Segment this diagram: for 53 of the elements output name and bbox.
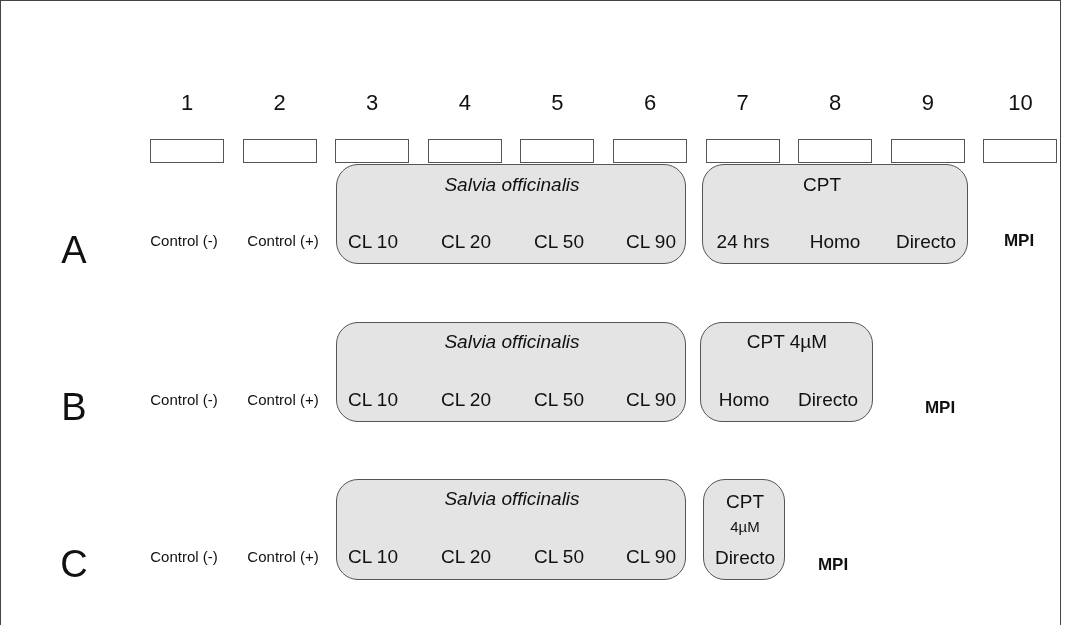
- lane-label: CL 10: [348, 389, 398, 411]
- lane-label: CL 90: [626, 389, 676, 411]
- lane-label: CL 20: [441, 231, 491, 253]
- lane-label: CL 50: [534, 231, 584, 253]
- group-heading: CPT: [803, 174, 841, 196]
- lane-number: 3: [366, 90, 379, 116]
- lane-label: Directo: [797, 389, 859, 411]
- lane-label: Control (-): [150, 390, 218, 408]
- lane-label: MPI: [1003, 231, 1035, 251]
- lane-number: 8: [829, 90, 842, 116]
- lane-label: CL 10: [348, 546, 398, 568]
- group-heading: Salvia officinalis: [444, 174, 580, 196]
- treatment-group: [336, 479, 686, 580]
- lane-label: Homo: [809, 231, 861, 253]
- lane-label: Control (-): [150, 231, 218, 249]
- lane-label: CL 50: [534, 389, 584, 411]
- lane-label: Control (-): [150, 547, 218, 565]
- lane-label: MPI: [817, 555, 849, 575]
- treatment-group: [700, 322, 873, 422]
- treatment-group: [336, 322, 686, 422]
- lane-number: 1: [180, 90, 194, 116]
- lane-number: 5: [551, 90, 564, 116]
- treatment-group: [702, 164, 968, 264]
- treatment-group: [336, 164, 686, 264]
- lane-label: CL 10: [348, 231, 398, 253]
- row-letter: C: [60, 542, 88, 586]
- lane-number: 9: [921, 90, 934, 116]
- lane-number: 2: [273, 90, 286, 116]
- row-letter: B: [61, 385, 87, 429]
- lane-label: MPI: [924, 398, 956, 418]
- lane-label: CL 50: [534, 546, 584, 568]
- lane-label: Control (+): [247, 390, 319, 408]
- treatment-group: [703, 479, 785, 580]
- lane-label: Directo: [714, 547, 776, 569]
- lane-label: CL 20: [441, 546, 491, 568]
- lane-label: CL 20: [441, 389, 491, 411]
- lane-label: Homo: [718, 389, 770, 411]
- lane-label: 24 hrs: [716, 231, 770, 253]
- lane-label: Control (+): [247, 231, 319, 249]
- lane-label: CL 90: [626, 546, 676, 568]
- lane-label: CL 90: [626, 231, 676, 253]
- lane-number: 4: [458, 90, 471, 116]
- lane-label: Directo: [895, 231, 957, 253]
- lane-number: 7: [736, 90, 749, 116]
- group-heading: CPT 4µM: [746, 331, 828, 353]
- lane-number: 10: [1008, 90, 1033, 116]
- lane-label: 4µM: [730, 517, 760, 535]
- lane-label: Control (+): [247, 547, 319, 565]
- group-heading: CPT: [726, 491, 764, 513]
- lane-number: 6: [643, 90, 657, 116]
- row-letter: A: [61, 228, 87, 272]
- group-heading: Salvia officinalis: [444, 331, 580, 353]
- group-heading: Salvia officinalis: [444, 488, 580, 510]
